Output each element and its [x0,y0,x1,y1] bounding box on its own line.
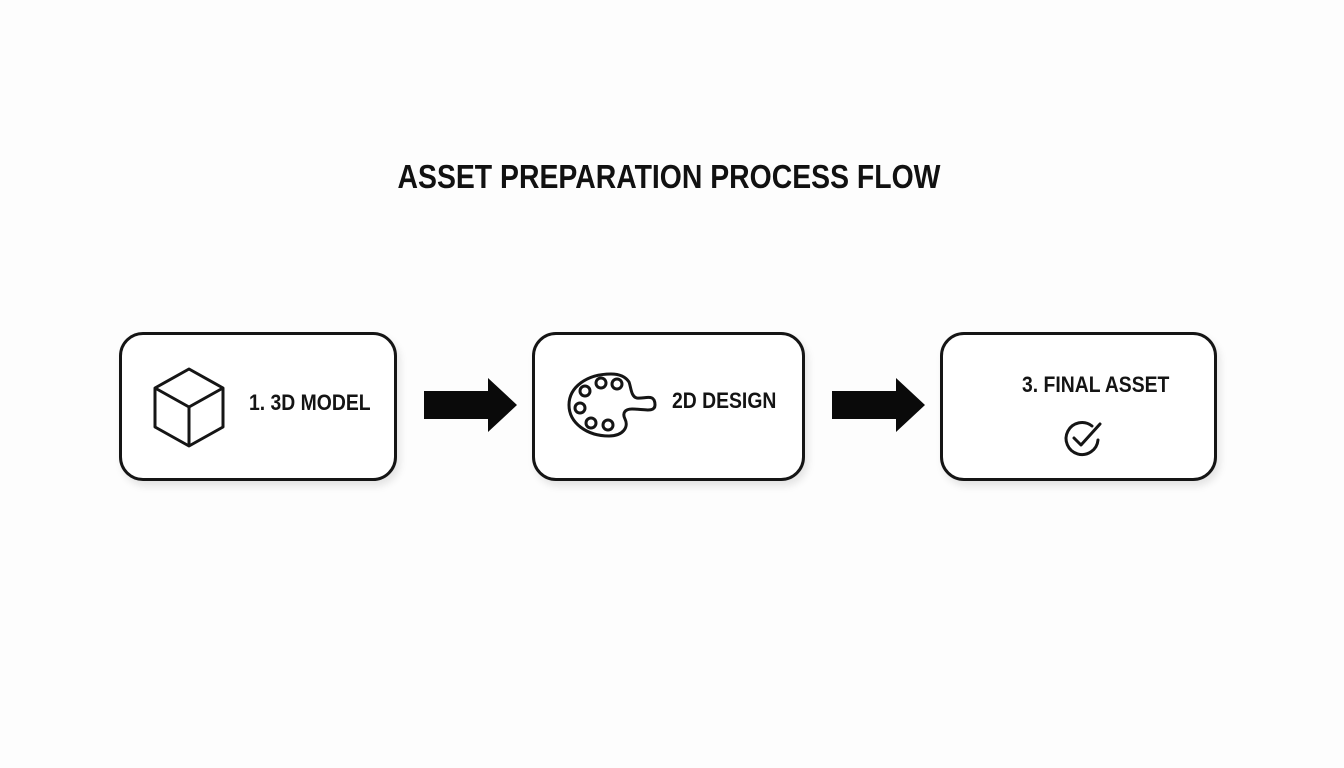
cube-icon [153,367,225,448]
step-label: 1. 3D MODEL [249,390,371,415]
arrow-right-icon [424,378,517,432]
step-final-asset: 3. FINAL ASSET [940,332,1217,481]
palette-icon [567,372,657,438]
step-2d-design: 2D DESIGN [532,332,805,481]
step-3d-model: 1. 3D MODEL [119,332,397,481]
arrow-right-icon [832,378,925,432]
checkmark-circle-icon [1064,421,1102,457]
step-label: 3. FINAL ASSET [1022,372,1170,397]
diagram-title: ASSET PREPARATION PROCESS FLOW [397,158,941,195]
step-label: 2D DESIGN [672,388,777,413]
